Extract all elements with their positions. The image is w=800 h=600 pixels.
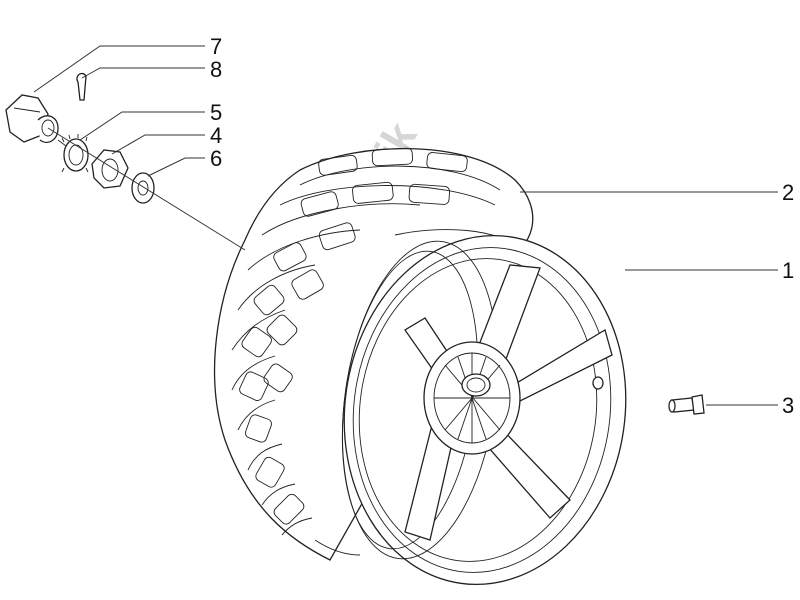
hex-nut[interactable]	[91, 149, 129, 189]
crown-lock[interactable]	[57, 134, 89, 173]
callout-2[interactable]: 2	[782, 180, 794, 205]
callout-4[interactable]: 4	[210, 123, 222, 148]
rim[interactable]	[322, 217, 648, 600]
leader-lines	[33, 45, 778, 406]
axle-nut[interactable]	[5, 94, 59, 143]
cotter-pin[interactable]	[76, 72, 87, 101]
callout-7[interactable]: 7	[210, 34, 222, 59]
callout-6[interactable]: 6	[210, 146, 222, 171]
callout-1[interactable]: 1	[782, 258, 794, 283]
callout-5[interactable]: 5	[210, 100, 222, 125]
callout-8[interactable]: 8	[210, 57, 222, 82]
axle-centerline	[47, 127, 246, 251]
washer[interactable]	[131, 172, 155, 204]
callout-labels: 7 8 5 4 6 2 1 3	[210, 34, 794, 418]
valve-stem[interactable]	[668, 394, 705, 415]
callout-3[interactable]: 3	[782, 393, 794, 418]
